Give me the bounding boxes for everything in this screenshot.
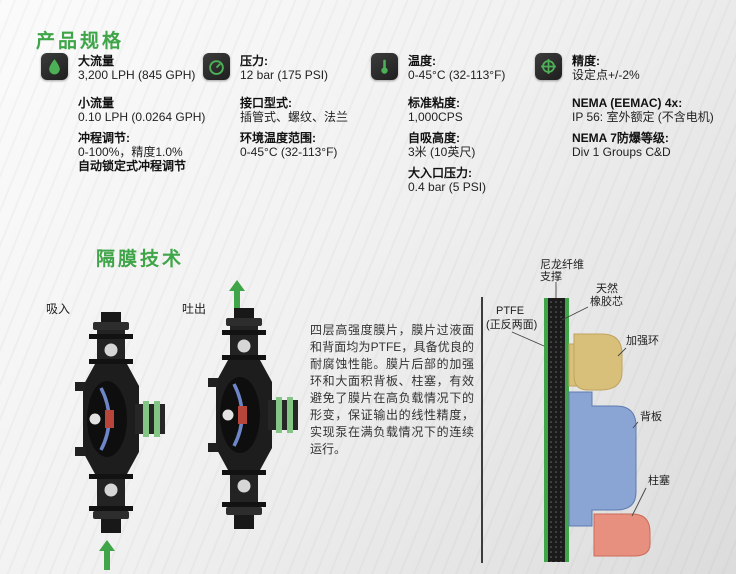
spec-value: 1,000CPS: [408, 110, 463, 124]
spec-value: 0.10 LPH (0.0264 GPH): [78, 110, 206, 124]
page-title: 产品规格: [36, 31, 125, 52]
spec-item-pressure: 压力: 12 bar (175 PSI): [203, 53, 400, 82]
leader-line: [631, 487, 647, 517]
section-divider: [481, 297, 483, 563]
leader-line: [561, 306, 589, 321]
pump-discharge-diagram: [208, 308, 298, 529]
spec-column-pressure: 压力: 12 bar (175 PSI) 接口型式: 插管式、螺纹、法兰 环境温…: [203, 53, 400, 166]
flow-arrow-up-icon: [229, 280, 245, 310]
spec-label: 大流量: [78, 54, 115, 68]
spec-label: 压力:: [240, 54, 268, 68]
spec-value: 3,200 LPH (845 GPH): [78, 68, 196, 82]
plunger-label: 柱塞: [648, 473, 670, 487]
pressure-icon: [203, 53, 230, 80]
spec-value: 插管式、螺纹、法兰: [240, 110, 349, 124]
spec-column-precision: 精度: 设定点+/-2% NEMA (EEMAC) 4x: IP 56: 室外额…: [535, 53, 730, 166]
spec-item-min-flow: 小流量 0.10 LPH (0.0264 GPH): [78, 96, 240, 124]
membrane-description: 四层高强度膜片，膜片过液面和背面均为PTFE，具备优良的耐腐蚀性能。膜片后部的加…: [310, 323, 474, 456]
suction-label: 吸入: [46, 302, 71, 316]
backplate-shape: [568, 391, 637, 527]
reinforcement-ring-label: 加强环: [626, 334, 659, 347]
spec-value: 3米 (10英尺): [408, 145, 476, 159]
leader-line: [632, 421, 639, 429]
rubber-core-label-line2: 橡胶芯: [590, 294, 623, 308]
spec-label: 精度:: [572, 54, 600, 68]
spec-value-bold: 自动锁定式冲程调节: [78, 159, 187, 173]
spec-value: 0-100%，精度1.0%: [78, 145, 183, 159]
spec-item-max-flow: 大流量 3,200 LPH (845 GPH): [41, 53, 240, 82]
spec-value: 设定点+/-2%: [572, 68, 640, 82]
rubber-core-layer: [548, 298, 565, 562]
spec-item-inlet-pressure: 大入口压力: 0.4 bar (5 PSI): [408, 166, 560, 194]
reinforcement-ring-shape: [573, 333, 623, 391]
precision-icon: [535, 53, 562, 80]
spec-item-precision: 精度: 设定点+/-2%: [535, 53, 730, 82]
spec-column-flow: 大流量 3,200 LPH (845 GPH) 小流量 0.10 LPH (0.…: [41, 53, 240, 180]
nylon-fiber-label-line2: 支撑: [540, 269, 562, 283]
backplate-label: 背板: [640, 409, 662, 423]
nylon-fiber-label: 尼龙纤维: [540, 258, 584, 271]
spec-label: 标准粘度:: [408, 96, 460, 110]
pump-suction-diagram: [75, 312, 165, 533]
ptfe-back-layer: [565, 298, 569, 562]
spec-item-ambient-temp: 环境温度范围: 0-45°C (32-113°F): [240, 131, 400, 159]
flow-arrow-up-icon: [99, 540, 115, 570]
spec-column-temperature: 温度: 0-45°C (32-113°F) 标准粘度: 1,000CPS 自吸高…: [371, 53, 560, 201]
leader-line: [617, 347, 627, 357]
diaphragm-layers-diagram: 尼龙纤维 支撑 天然 橡胶芯 PTFE (正反两面) 加强环 背板 柱塞: [486, 258, 670, 562]
discharge-label: 吐出: [182, 302, 207, 316]
leader-line: [511, 331, 545, 347]
spec-label: 温度:: [408, 54, 436, 68]
ptfe-front-layer: [544, 298, 548, 562]
spec-item-connection-type: 接口型式: 插管式、螺纹、法兰: [240, 96, 400, 124]
section-title-membrane: 隔膜技术: [96, 249, 185, 270]
spec-label: 环境温度范围:: [240, 131, 316, 145]
spec-item-suction-lift: 自吸高度: 3米 (10英尺): [408, 131, 560, 159]
spec-label: NEMA 7防爆等级:: [572, 131, 669, 145]
spec-value: 0-45°C (32-113°F): [240, 145, 338, 159]
spec-item-stroke-adjust: 冲程调节: 0-100%，精度1.0% 自动锁定式冲程调节: [78, 131, 240, 173]
spec-value: 0.4 bar (5 PSI): [408, 180, 487, 194]
plunger-shape: [593, 513, 651, 557]
spec-label: 冲程调节:: [78, 131, 130, 145]
spec-value: 12 bar (175 PSI): [240, 68, 329, 82]
spec-label: 自吸高度:: [408, 131, 460, 145]
spec-label: 大入口压力:: [408, 166, 472, 180]
flow-icon: [41, 53, 68, 80]
spec-value: Div 1 Groups C&D: [572, 145, 671, 159]
spec-item-viscosity: 标准粘度: 1,000CPS: [408, 96, 560, 124]
spec-item-nema7: NEMA 7防爆等级: Div 1 Groups C&D: [572, 131, 730, 159]
ptfe-label: PTFE: [496, 305, 524, 317]
spec-item-temperature: 温度: 0-45°C (32-113°F): [371, 53, 560, 82]
rubber-core-label: 天然: [596, 281, 618, 295]
spec-label: 小流量: [78, 96, 115, 110]
spec-label: NEMA (EEMAC) 4x:: [572, 96, 683, 110]
ptfe-label-line2: (正反两面): [486, 318, 537, 331]
spec-value: IP 56: 室外额定 (不含电机): [572, 110, 714, 124]
spec-value: 0-45°C (32-113°F): [408, 68, 506, 82]
spec-item-nema4x: NEMA (EEMAC) 4x: IP 56: 室外额定 (不含电机): [572, 96, 730, 124]
spec-label: 接口型式:: [240, 96, 292, 110]
temperature-icon: [371, 53, 398, 80]
